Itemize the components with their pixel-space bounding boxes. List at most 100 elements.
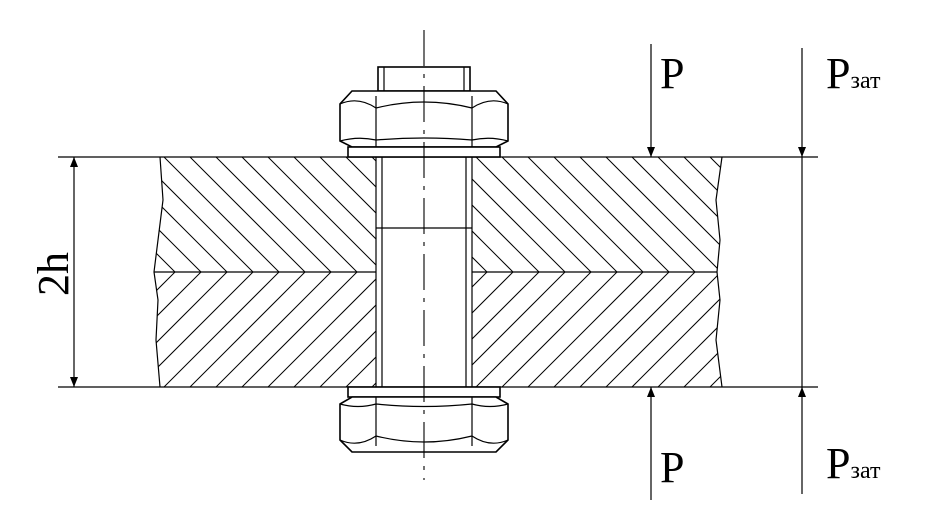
hatch-line: [293, 157, 376, 272]
hatch-line: [892, 157, 944, 272]
plates-outline: [153, 156, 723, 388]
hatch-line: [788, 157, 903, 272]
hatch-line: [527, 157, 644, 272]
hatch-line: [605, 272, 722, 387]
hatch-line: [154, 157, 202, 272]
upper-plate-hatching: [0, 157, 944, 272]
hatch-line: [475, 157, 592, 272]
hatch-line: [918, 272, 944, 387]
hatch-line: [631, 272, 722, 387]
hatch-line: [319, 272, 376, 387]
hatch-line: [866, 272, 944, 387]
hatch-line: [501, 272, 618, 387]
hatch-line: [762, 157, 877, 272]
hatch-line: [736, 157, 851, 272]
hatch-line: [154, 272, 254, 387]
hatch-line: [736, 272, 851, 387]
hatch-line: [267, 272, 376, 387]
hatch-line: [154, 272, 202, 387]
hatch-line: [553, 272, 670, 387]
hatch-line: [472, 272, 540, 387]
hatch-line: [472, 272, 514, 387]
hatch-line: [866, 157, 944, 272]
hatch-line: [892, 272, 944, 387]
hatch-line: [814, 157, 929, 272]
hatch-line: [918, 157, 944, 272]
hatch-line: [709, 272, 722, 387]
hatch-line: [736, 272, 851, 387]
hatch-line: [918, 157, 944, 272]
hatch-line: [293, 272, 376, 387]
hatch-line: [241, 272, 358, 387]
preload-bottom-label: Pзат: [826, 439, 881, 488]
hatch-line: [154, 272, 228, 387]
hatch-line: [579, 272, 696, 387]
hatch-line: [472, 157, 488, 272]
hatch-line: [189, 272, 306, 387]
hatch-line: [892, 157, 944, 272]
hatch-line: [345, 157, 376, 272]
hatch-line: [527, 272, 644, 387]
hatch-line: [762, 157, 877, 272]
preload-arrows: [722, 48, 818, 494]
hatch-line: [788, 272, 903, 387]
hatch-line: [319, 157, 376, 272]
hatch-line: [267, 157, 376, 272]
hatch-line: [788, 272, 903, 387]
hatch-line: [762, 272, 877, 387]
hatch-line: [553, 157, 670, 272]
hatch-line: [683, 157, 722, 272]
hatch-line: [631, 157, 722, 272]
hatch-line: [0, 157, 19, 272]
hatch-line: [788, 157, 903, 272]
hatch-line: [892, 272, 944, 387]
hatch-line: [163, 157, 280, 272]
hatch-line: [762, 272, 877, 387]
hatch-line: [472, 272, 566, 387]
hatch-line: [814, 272, 929, 387]
hatch-line: [475, 272, 592, 387]
hatch-line: [710, 157, 825, 272]
force-top-label: P: [660, 49, 684, 98]
force-bottom-label: P: [660, 443, 684, 492]
hatch-line: [215, 272, 332, 387]
hatch-line: [866, 272, 944, 387]
hatch-line: [605, 157, 722, 272]
hatch-line: [154, 157, 254, 272]
hatch-line: [579, 157, 696, 272]
hatch-line: [154, 157, 228, 272]
hatch-line: [0, 272, 19, 387]
hatch-line: [918, 272, 944, 387]
hatch-line: [472, 157, 540, 272]
dimension-2h: [58, 156, 160, 388]
hatch-line: [345, 272, 376, 387]
preload-top-label: Pзат: [826, 49, 881, 98]
hatch-line: [189, 157, 306, 272]
hatch-line: [163, 272, 280, 387]
hatch-line: [683, 272, 722, 387]
hatch-line: [472, 157, 514, 272]
hatch-line: [710, 272, 825, 387]
hatch-line: [472, 157, 566, 272]
hatch-line: [472, 272, 488, 387]
hatch-line: [0, 157, 19, 272]
hatch-line: [840, 157, 944, 272]
hatch-line: [215, 157, 332, 272]
hatch-line: [657, 157, 722, 272]
bolt-shank: [375, 157, 473, 387]
hatch-line: [657, 272, 722, 387]
thickness-label: 2h: [29, 252, 78, 296]
hatch-line: [866, 157, 944, 272]
hatch-line: [371, 157, 376, 272]
hatch-line: [371, 272, 376, 387]
hatch-line: [814, 272, 929, 387]
hatch-line: [736, 157, 851, 272]
hatch-line: [814, 157, 929, 272]
hatch-line: [709, 157, 722, 272]
hatch-line: [840, 272, 944, 387]
hatch-line: [501, 157, 618, 272]
hatch-line: [241, 157, 358, 272]
hatch-line: [840, 272, 944, 387]
hatch-line: [0, 272, 19, 387]
